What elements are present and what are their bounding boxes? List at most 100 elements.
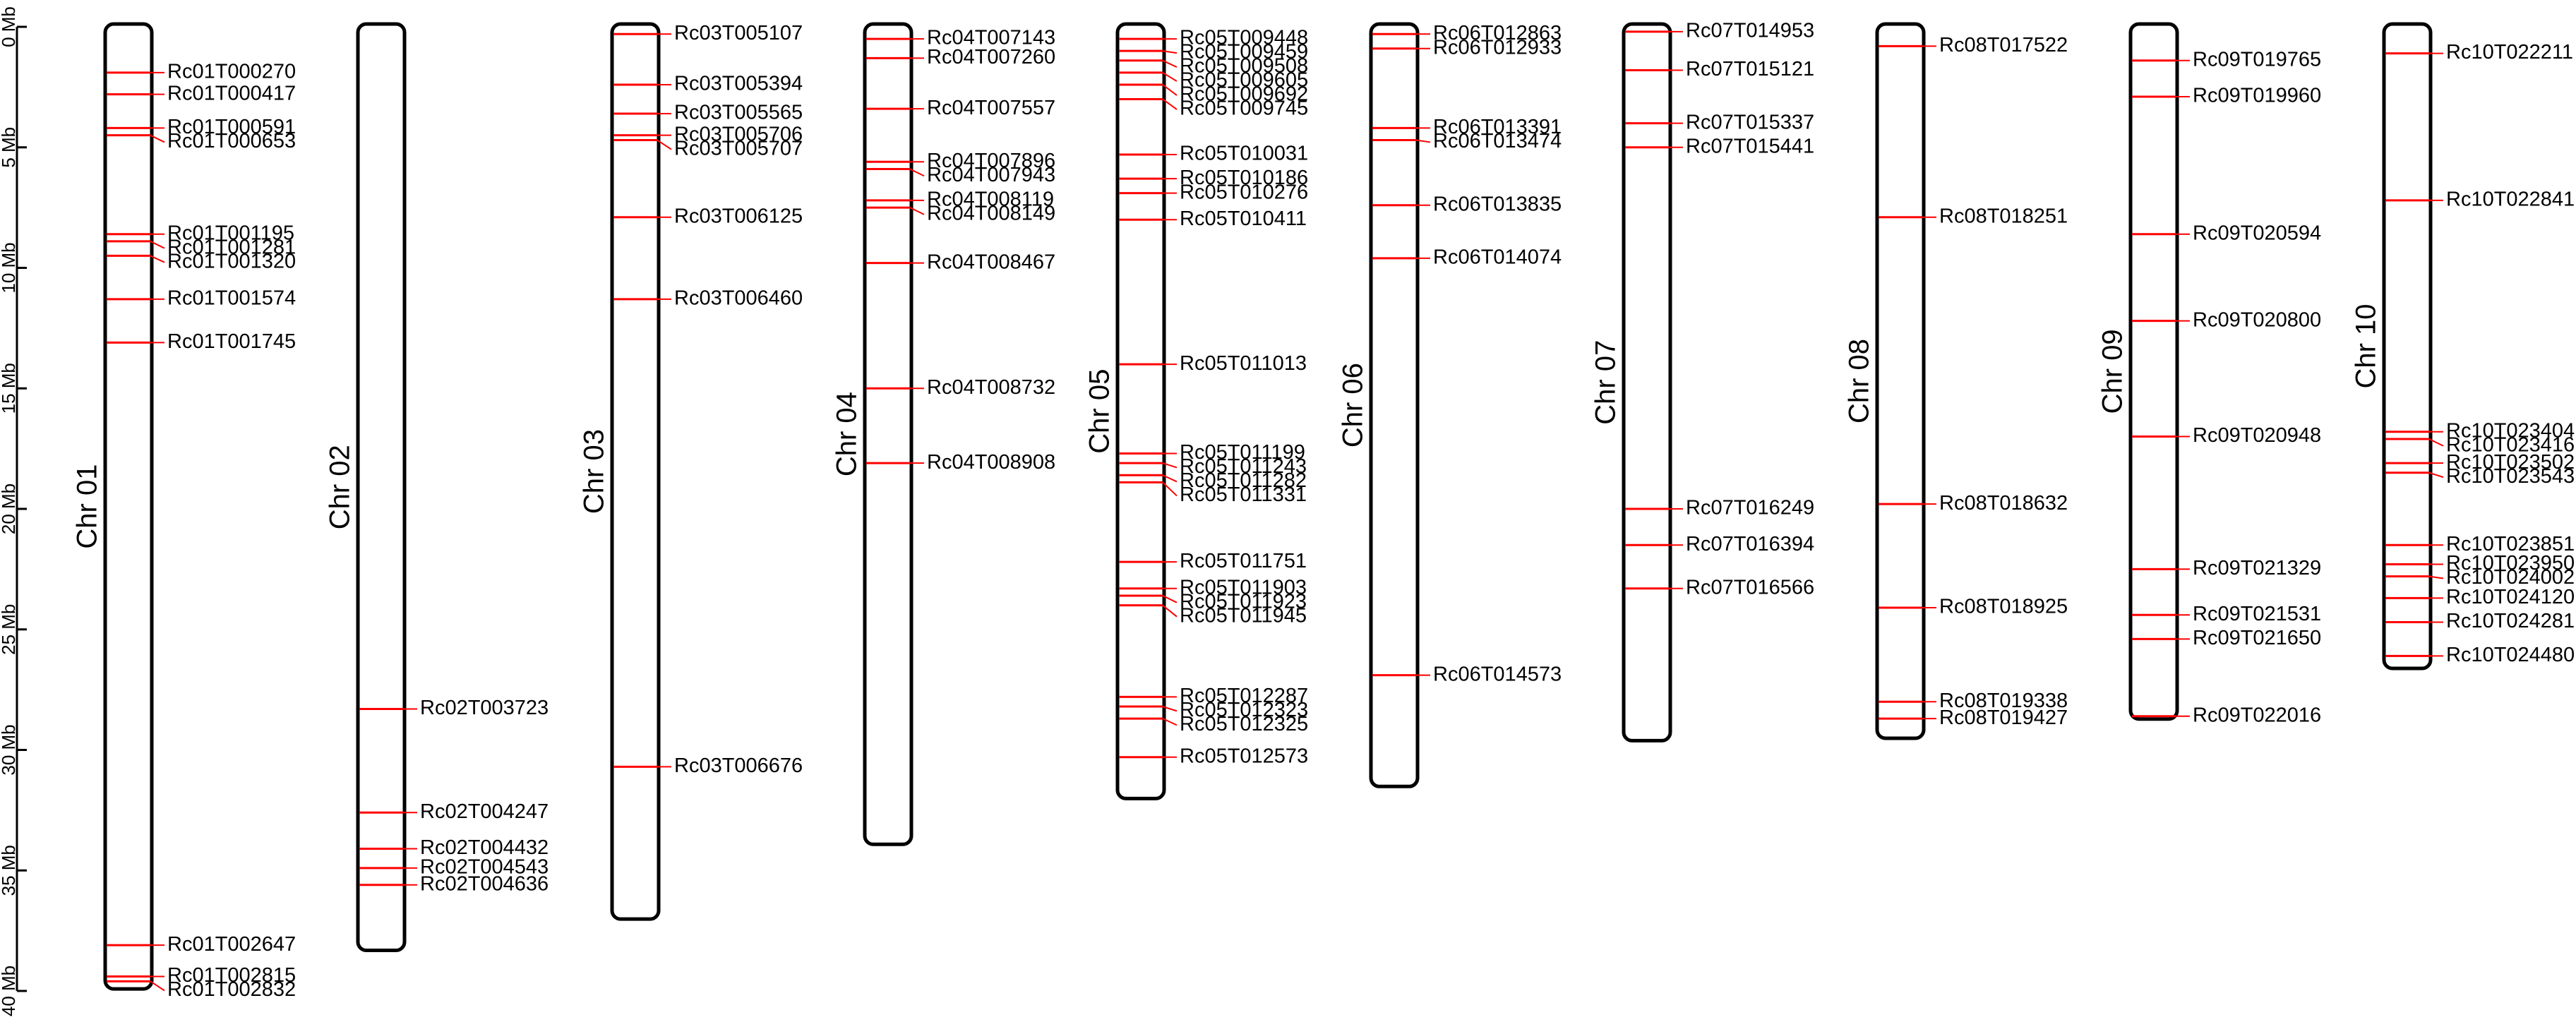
gene-label: Rc05T011751 (1180, 550, 1307, 572)
gene-label: Rc01T001574 (167, 287, 296, 310)
gene-label: Rc06T012863 (1433, 22, 1562, 44)
gene-label: Rc06T013474 (1433, 130, 1562, 152)
gene-label: Rc05T011945 (1180, 604, 1307, 627)
chromosome-title: Chr 03 (579, 429, 610, 514)
gene-connector (1162, 72, 1178, 82)
gene-label: Rc10T023950 (2446, 552, 2575, 575)
gene-label: Rc07T014953 (1686, 19, 1814, 42)
gene-label: Rc05T011282 (1180, 469, 1307, 492)
gene-label: Rc08T019427 (1939, 707, 2068, 729)
gene-label: Rc08T019338 (1939, 690, 2068, 712)
chromosome: Chr 05Rc05T009448Rc05T009459Rc05T009508R… (1084, 22, 1308, 800)
gene-label: Rc07T015441 (1686, 135, 1814, 157)
gene-connector (657, 139, 672, 150)
gene-label: Rc09T021650 (2193, 627, 2321, 649)
chromosome: Chr 01Rc01T000270Rc01T000417Rc01T000591R… (72, 22, 296, 1001)
axis-tick-label: 30 Mb (0, 724, 19, 775)
gene-label: Rc07T016566 (1686, 576, 1814, 599)
gene-connector (1162, 481, 1178, 497)
gene-label: Rc09T019765 (2193, 48, 2321, 71)
gene-label: Rc10T023543 (2446, 465, 2575, 488)
gene-connector (1415, 139, 1431, 143)
chromosome: Chr 07Rc07T014953Rc07T015121Rc07T015337R… (1590, 19, 1814, 743)
gene-label: Rc05T009745 (1180, 97, 1308, 120)
gene-label: Rc01T000653 (167, 130, 296, 152)
gene-connector (1162, 84, 1178, 96)
gene-label: Rc10T024281 (2446, 610, 2575, 632)
axis-tick-label: 10 Mb (0, 242, 19, 293)
gene-label: Rc08T018632 (1939, 492, 2068, 515)
chromosome: Chr 10Rc10T022211Rc10T022841Rc10T023404R… (2351, 22, 2575, 671)
gene-label: Rc10T022841 (2446, 188, 2575, 211)
gene-label: Rc06T014074 (1433, 246, 1562, 268)
gene-label: Rc10T022211 (2446, 41, 2573, 64)
chromosome: Chr 04Rc04T007143Rc04T007260Rc04T007557R… (832, 22, 1055, 846)
gene-label: Rc05T011243 (1180, 455, 1307, 478)
gene-label: Rc04T008119 (927, 188, 1054, 211)
chromosome-bar (1622, 22, 1672, 743)
chromosome-bar (610, 22, 661, 921)
gene-label: Rc05T012287 (1180, 685, 1308, 707)
chromosome: Chr 06Rc06T012863Rc06T012933Rc06T013391R… (1338, 22, 1562, 788)
gene-label: Rc04T008149 (927, 203, 1055, 225)
gene-label: Rc10T023416 (2446, 433, 2575, 456)
gene-label: Rc01T002832 (167, 978, 296, 1001)
gene-label: Rc08T018925 (1939, 596, 2068, 618)
gene-connector (1162, 462, 1178, 469)
gene-label: Rc04T007943 (927, 164, 1055, 186)
gene-label: Rc05T009459 (1180, 41, 1308, 64)
gene-label: Rc10T023404 (2446, 419, 2575, 442)
gene-label: Rc02T004543 (420, 855, 549, 878)
gene-label: Rc05T011199 (1180, 441, 1305, 464)
chromosome-title: Chr 09 (2097, 329, 2128, 414)
chromosome-bar (2382, 22, 2433, 671)
gene-label: Rc02T004432 (420, 836, 549, 859)
gene-label: Rc05T012573 (1180, 745, 1308, 767)
gene-label: Rc08T018251 (1939, 205, 2068, 227)
axis-tick-label: 25 Mb (0, 604, 19, 655)
gene-connector (150, 980, 165, 992)
gene-label: Rc09T020948 (2193, 424, 2321, 447)
gene-label: Rc03T005394 (674, 73, 803, 95)
axis-tick-label: 15 Mb (0, 363, 19, 414)
gene-label: Rc04T008732 (927, 376, 1055, 399)
gene-label: Rc02T004247 (420, 800, 549, 823)
gene-connector (150, 255, 165, 263)
chromosome-bar (103, 22, 154, 991)
axis-tick-label: 5 Mb (0, 127, 19, 168)
gene-label: Rc05T011923 (1180, 590, 1307, 613)
chromosome-title: Chr 02 (325, 445, 356, 529)
gene-connector (1162, 604, 1178, 618)
gene-label: Rc02T004636 (420, 872, 549, 895)
gene-connector (150, 134, 165, 143)
gene-label: Rc07T015337 (1686, 111, 1814, 133)
gene-label: Rc04T008467 (927, 251, 1055, 273)
gene-label: Rc04T008908 (927, 451, 1055, 474)
gene-label: Rc05T011331 (1180, 483, 1307, 506)
gene-label: Rc03T005707 (674, 137, 803, 160)
gene-label: Rc01T001281 (167, 236, 296, 258)
gene-connector (909, 207, 925, 215)
gene-label: Rc04T007260 (927, 46, 1055, 68)
chromosome-title: Chr 06 (1338, 363, 1369, 447)
gene-label: Rc09T022016 (2193, 704, 2321, 726)
gene-label: Rc10T024120 (2446, 586, 2575, 608)
gene-label: Rc10T023851 (2446, 533, 2575, 555)
gene-label: Rc09T019960 (2193, 85, 2321, 107)
gene-label: Rc05T011013 (1180, 352, 1307, 375)
chromosome-title: Chr 05 (1084, 369, 1115, 454)
chromosome-bar (863, 22, 913, 846)
gene-label: Rc05T009605 (1180, 69, 1308, 92)
gene-label: Rc01T002815 (167, 964, 296, 987)
gene-label: Rc09T020800 (2193, 308, 2321, 331)
chromosome-bar (1875, 22, 1926, 740)
chromosome: Chr 02Rc02T003723Rc02T004247Rc02T004432R… (325, 22, 549, 953)
chromosome-title: Chr 04 (832, 392, 863, 476)
gene-label: Rc07T016249 (1686, 497, 1814, 519)
gene-label: Rc01T000417 (167, 82, 296, 104)
gene-label: Rc09T020594 (2193, 222, 2321, 244)
gene-label: Rc07T016394 (1686, 533, 1814, 555)
chromosome-title: Chr 07 (1590, 340, 1622, 425)
gene-label: Rc10T024480 (2446, 644, 2575, 666)
gene-label: Rc06T014573 (1433, 663, 1562, 685)
